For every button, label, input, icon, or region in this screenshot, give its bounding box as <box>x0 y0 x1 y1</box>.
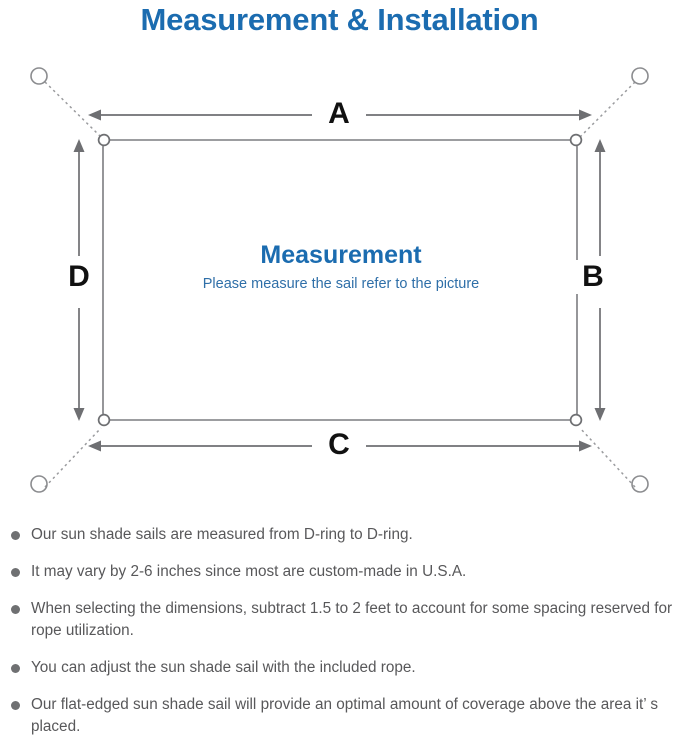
list-item-text: When selecting the dimensions, subtract … <box>31 600 673 639</box>
dim-b-arrowhead-top <box>594 139 606 152</box>
list-item: You can adjust the sun shade sail with t… <box>0 657 679 679</box>
dimension-label-c: C <box>312 428 366 462</box>
dim-a-arrowhead-left <box>88 109 101 121</box>
dimension-d-arrows <box>73 139 85 421</box>
notes-list: Our sun shade sails are measured from D-… <box>0 524 679 738</box>
d-ring-top-left <box>97 133 111 147</box>
list-item-text: Our flat-edged sun shade sail will provi… <box>31 696 658 735</box>
dimension-a-arrows <box>88 109 592 121</box>
anchor-points <box>30 67 649 493</box>
list-item: Our flat-edged sun shade sail will provi… <box>0 694 679 738</box>
rope-line-bottom-left <box>44 427 102 488</box>
dimension-label-a: A <box>312 97 366 131</box>
dimension-label-d: D <box>58 260 100 294</box>
list-item-text: You can adjust the sun shade sail with t… <box>31 659 416 676</box>
list-item-text: Our sun shade sails are measured from D-… <box>31 526 413 543</box>
sail-rectangle <box>102 139 578 421</box>
rope-line-bottom-right <box>579 427 636 488</box>
rope-line-top-left <box>44 81 102 138</box>
bullet-icon <box>11 531 20 540</box>
bullet-icon <box>11 568 20 577</box>
dim-c-arrowhead-right <box>579 440 592 452</box>
d-ring-bottom-right <box>569 413 583 427</box>
page-title: Measurement & Installation <box>140 2 539 37</box>
dim-d-arrowhead-top <box>73 139 85 152</box>
sail-measurement-diagram <box>30 67 649 493</box>
list-item: When selecting the dimensions, subtract … <box>0 598 679 642</box>
rope-lines <box>44 81 636 488</box>
d-rings <box>97 133 583 427</box>
anchor-circle-bottom-left <box>30 475 48 493</box>
list-item-text: It may vary by 2-6 inches since most are… <box>31 563 467 580</box>
dim-a-arrowhead-right <box>579 109 592 121</box>
rope-line-top-right <box>579 81 636 138</box>
d-ring-top-right <box>569 133 583 147</box>
list-item: It may vary by 2-6 inches since most are… <box>0 561 679 583</box>
dim-c-arrowhead-left <box>88 440 101 452</box>
anchor-circle-bottom-right <box>631 475 649 493</box>
bullet-icon <box>11 664 20 673</box>
dim-d-arrowhead-bottom <box>73 408 85 421</box>
dim-b-arrowhead-bottom <box>594 408 606 421</box>
dimension-c-arrows <box>88 440 592 452</box>
bullet-icon <box>11 701 20 710</box>
dimension-label-b: B <box>572 260 614 294</box>
list-item: Our sun shade sails are measured from D-… <box>0 524 679 546</box>
bullet-icon <box>11 605 20 614</box>
d-ring-bottom-left <box>97 413 111 427</box>
anchor-circle-top-right <box>631 67 649 85</box>
dimension-b-arrows <box>594 139 606 421</box>
anchor-circle-top-left <box>30 67 48 85</box>
